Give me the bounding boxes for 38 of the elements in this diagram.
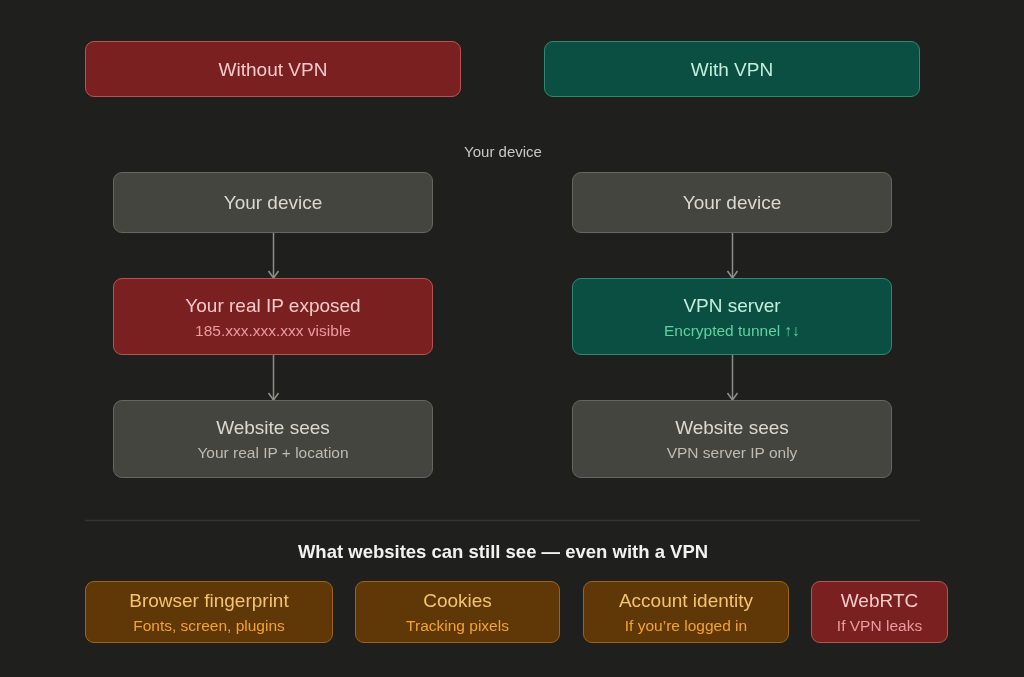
info-card	[355, 581, 560, 643]
box-title: Browser fingerprint	[129, 589, 289, 612]
box-title: VPN server	[683, 293, 781, 317]
process-box	[572, 278, 892, 355]
section-heading: What websites can still see — even with a VPN	[297, 541, 709, 563]
box-subtitle: Your real IP + location	[197, 443, 349, 462]
section-header	[85, 41, 461, 97]
arrow	[267, 354, 280, 401]
section-header	[544, 41, 920, 97]
box-subtitle: 185.xxx.xxx.xxx visible	[195, 320, 351, 340]
box-title: WebRTC	[840, 589, 919, 612]
floating-label: Your device	[464, 143, 542, 160]
box-subtitle: Fonts, screen, plugins	[133, 616, 285, 635]
process-box	[113, 278, 433, 355]
box-title: Cookies	[423, 589, 492, 612]
info-card	[583, 581, 789, 643]
box-title: Website sees	[216, 416, 330, 439]
process-box	[113, 172, 433, 233]
box-subtitle: If VPN leaks	[836, 616, 923, 635]
info-card	[85, 581, 333, 643]
process-box	[572, 172, 892, 233]
process-box	[572, 400, 892, 478]
arrow	[726, 232, 739, 279]
box-title: Account identity	[618, 589, 754, 612]
box-subtitle: Encrypted tunnel ↑↓	[663, 320, 801, 340]
box-title: With VPN	[690, 57, 774, 81]
box-title: Your device	[223, 191, 323, 214]
info-card	[811, 581, 948, 643]
box-subtitle: If you’re logged in	[624, 616, 748, 635]
box-title: Without VPN	[218, 57, 328, 81]
box-title: Your device	[682, 191, 782, 214]
arrow	[267, 232, 280, 279]
box-subtitle: VPN server IP only	[666, 443, 798, 462]
arrow	[726, 354, 739, 401]
box-subtitle: Tracking pixels	[406, 616, 509, 635]
box-title: Your real IP exposed	[185, 293, 361, 317]
process-box	[113, 400, 433, 478]
box-title: Website sees	[675, 416, 789, 439]
